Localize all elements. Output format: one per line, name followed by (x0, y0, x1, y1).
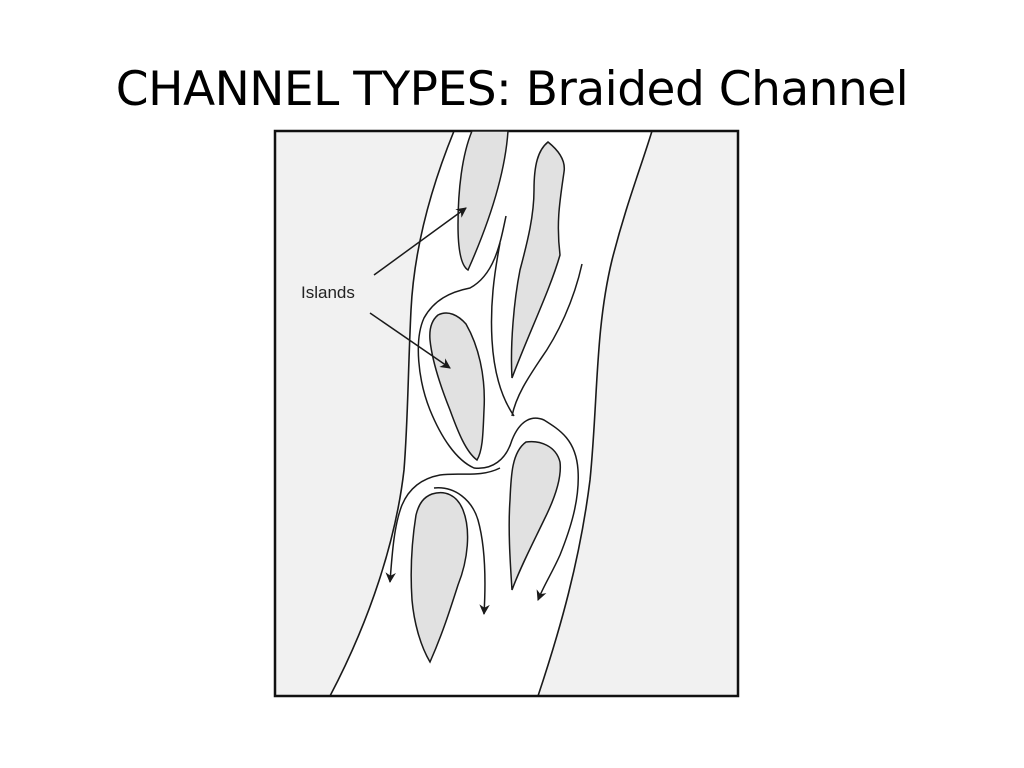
island-4 (508, 440, 562, 591)
braided-channel-diagram: Islands (272, 128, 742, 700)
slide-title: CHANNEL TYPES: Braided Channel (115, 62, 909, 117)
callout-arrow-upper (373, 207, 467, 276)
flow-line-c (511, 263, 583, 417)
flow-line-d (385, 467, 501, 584)
flow-line-a (417, 215, 580, 601)
flow-line-e (433, 487, 490, 616)
callout-arrow-lower (369, 312, 451, 369)
island-2 (510, 141, 566, 379)
island-3 (429, 312, 486, 462)
island-1 (457, 130, 509, 272)
flow-line-b (490, 242, 515, 417)
island-5 (410, 491, 469, 664)
islands-label: Islands (301, 283, 355, 302)
diagram-canvas: Islands (273, 129, 740, 698)
